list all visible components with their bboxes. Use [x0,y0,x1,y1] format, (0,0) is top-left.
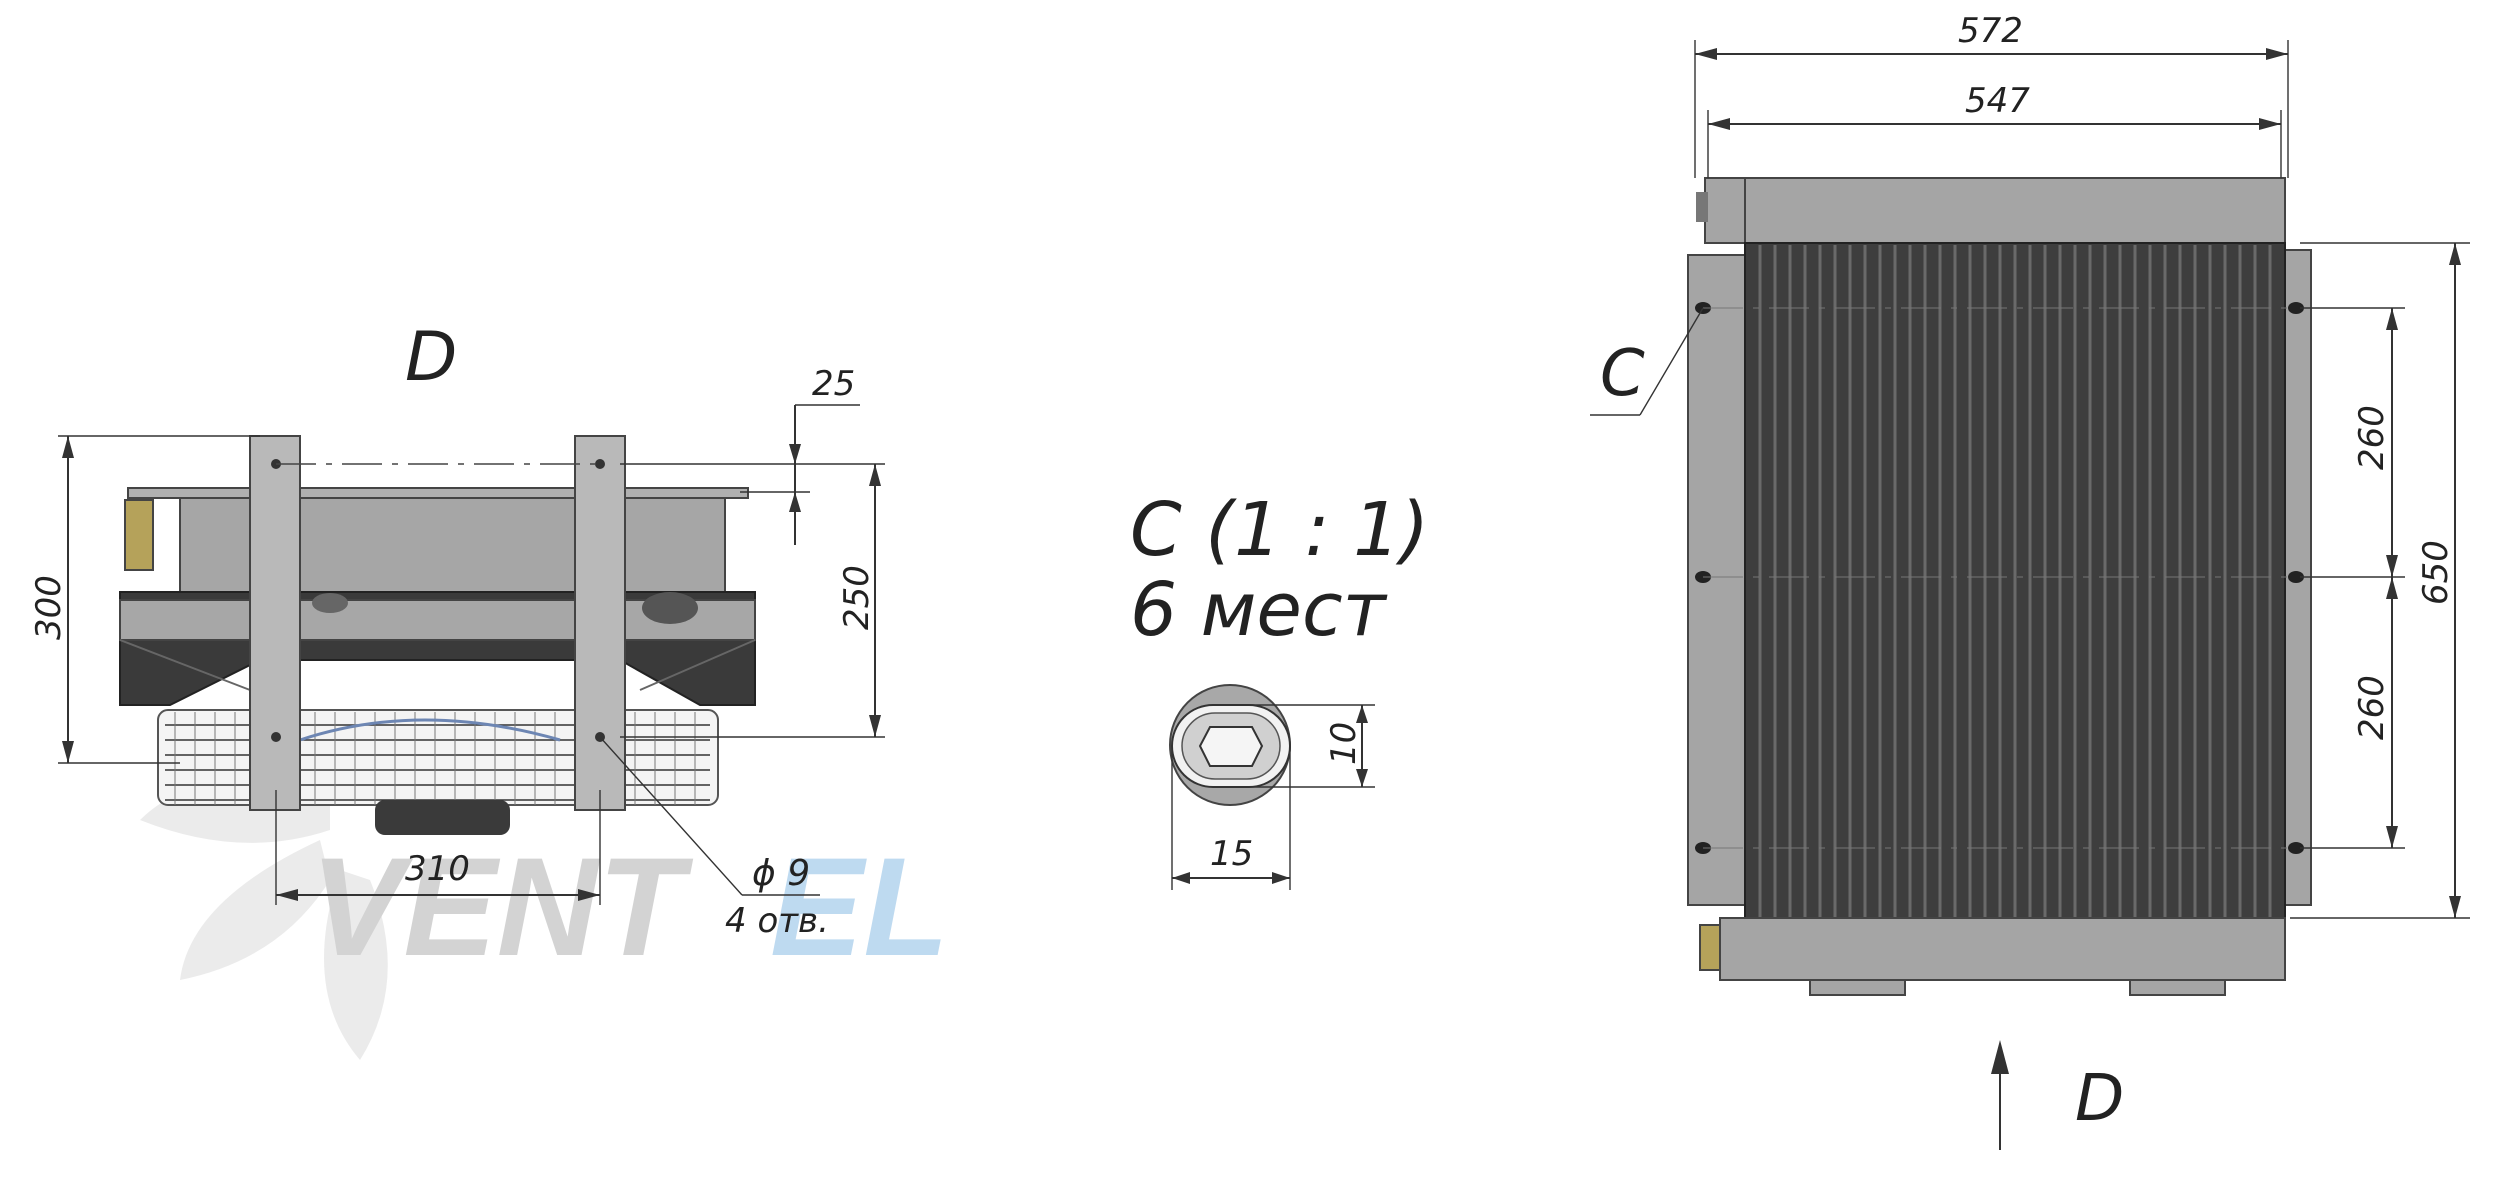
hole-diameter-text: ϕ 9 [752,853,810,894]
callout-c: C [1590,307,1704,416]
dimension-260-pitch: 260 260 [2300,307,2405,849]
top-cap [1744,177,2286,244]
dim-650-text: 650 [2416,540,2456,605]
foot-left [1809,979,1906,996]
hole-count-text: 4 отв. [725,901,829,941]
dim-260-upper-text: 260 [2352,405,2392,470]
dim-547-text: 547 [1965,81,2030,121]
detail-title: C (1 : 1) [1130,487,1429,573]
dim-260-lower-text: 260 [2352,675,2392,740]
dim-300-text: 300 [29,575,69,640]
dimension-650: 650 [2290,242,2470,919]
dim-310-text: 310 [405,849,470,889]
detail-c: C (1 : 1) 6 мест 10 15 [1130,487,1429,890]
front-view: D [29,318,885,941]
watermark-el: EL [770,828,949,985]
mount-bracket-left [249,435,301,811]
watermark-vent: VENT [310,828,694,985]
mount-bracket-right [574,435,626,811]
top-view: 572 547 260 260 650 [1590,11,2470,1150]
dimension-310: 310 [275,790,601,905]
callout-c-label: C [1600,337,1645,411]
view-arrow-d: D [1991,1040,2124,1150]
dim-15-text: 15 [1210,834,1253,874]
view-arrow-label: D [2075,1062,2124,1136]
dimension-572: 572 [1694,11,2289,178]
dim-572-text: 572 [1958,11,2023,51]
dimension-10: 10 [1230,704,1375,788]
fan-guard [157,709,719,806]
slot-hole-detail [1169,684,1291,806]
up-arrow-icon [1991,1040,2009,1074]
dimension-547: 547 [1707,81,2282,178]
dimension-250: 250 [620,463,885,738]
dimension-25: 25 [740,364,860,545]
dim-250-text: 250 [837,565,877,630]
front-view-label: D [405,318,457,397]
foot-right [2129,979,2226,996]
fins [1758,245,2272,920]
detail-subtitle: 6 мест [1130,567,1388,653]
bottom-cap [1719,917,2286,981]
motor [375,800,510,835]
dim-10-text: 10 [1324,722,1364,765]
dimension-15: 15 [1171,745,1291,890]
dimension-300: 300 [29,435,260,764]
hole-callout: ϕ 9 4 отв. [599,736,829,941]
dim-25-text: 25 [812,364,855,404]
